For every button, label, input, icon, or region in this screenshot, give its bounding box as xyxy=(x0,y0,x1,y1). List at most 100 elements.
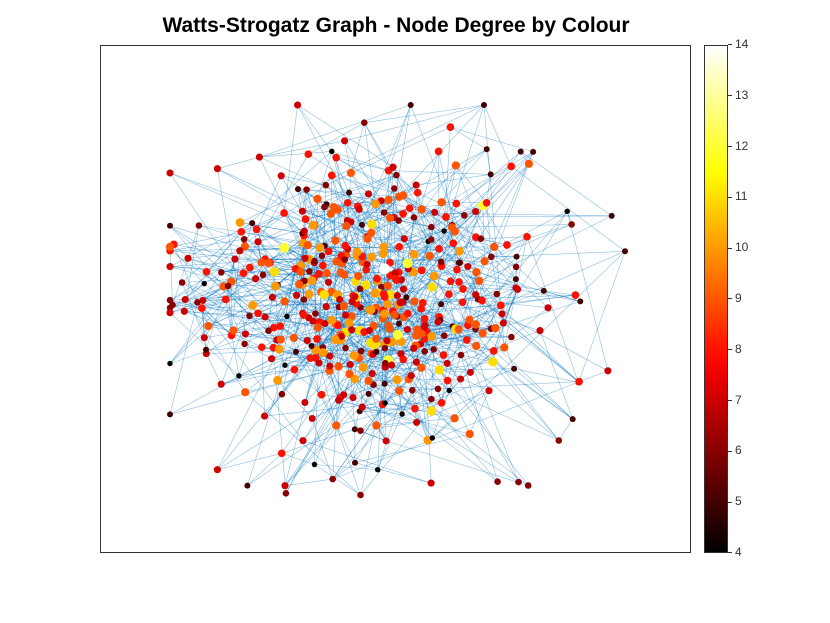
graph-edge xyxy=(362,390,413,408)
graph-node xyxy=(299,437,307,445)
graph-edge xyxy=(306,189,326,246)
graph-edge xyxy=(377,390,413,470)
graph-edge xyxy=(361,224,368,265)
graph-edge xyxy=(332,402,386,480)
graph-edge xyxy=(437,321,444,356)
graph-edge xyxy=(265,316,318,328)
graph-edge xyxy=(184,278,314,312)
graph-node xyxy=(326,209,336,218)
graph-edge xyxy=(284,351,318,366)
graph-edge xyxy=(338,351,425,401)
graph-edge xyxy=(481,300,579,383)
graph-edge xyxy=(384,367,422,384)
graph-edge xyxy=(221,369,295,385)
graph-node xyxy=(199,296,207,304)
graph-edge xyxy=(386,440,529,486)
graph-edge xyxy=(354,425,377,463)
graph-edge xyxy=(169,250,271,263)
graph-node xyxy=(273,375,282,385)
graph-edge xyxy=(169,281,232,364)
graph-node xyxy=(241,388,250,397)
graph-edge xyxy=(475,300,483,325)
graph-edge xyxy=(331,175,348,221)
graph-edge xyxy=(354,462,432,484)
graph-node xyxy=(445,290,453,299)
graph-node xyxy=(488,357,498,367)
graph-edge xyxy=(298,284,326,324)
graph-edge xyxy=(275,285,310,295)
graph-edge xyxy=(314,464,361,496)
graph-edge xyxy=(409,203,457,209)
graph-edge xyxy=(336,157,389,171)
graph-node xyxy=(254,238,262,246)
graph-node xyxy=(236,373,242,379)
graph-node xyxy=(380,309,389,319)
graph-edge xyxy=(432,390,490,439)
graph-edge xyxy=(208,325,246,335)
graph-edge xyxy=(238,369,295,377)
graph-edge xyxy=(264,358,311,417)
graph-node xyxy=(472,291,480,299)
graph-edge xyxy=(169,250,295,339)
graph-edge xyxy=(477,278,517,300)
graph-edge xyxy=(322,347,374,355)
graph-edge xyxy=(293,337,356,463)
graph-edge xyxy=(431,390,450,400)
graph-node xyxy=(327,315,337,325)
graph-node xyxy=(564,208,570,215)
graph-edge xyxy=(371,353,439,390)
graph-edge xyxy=(181,282,205,338)
graph-edge xyxy=(302,210,347,227)
graph-node xyxy=(452,199,461,208)
graph-edge xyxy=(344,140,382,201)
graph-edge xyxy=(308,122,365,155)
graph-node xyxy=(491,323,500,333)
graph-node xyxy=(372,334,381,343)
graph-edge xyxy=(503,322,580,382)
graph-node xyxy=(437,198,446,207)
graph-node xyxy=(434,385,442,393)
graph-edge xyxy=(304,261,442,403)
graph-node xyxy=(306,268,313,275)
graph-edge xyxy=(311,418,333,480)
graph-node xyxy=(407,372,415,380)
graph-node xyxy=(457,351,465,359)
graph-edge xyxy=(185,283,205,300)
graph-node xyxy=(478,296,486,305)
graph-node xyxy=(261,313,269,321)
graph-node xyxy=(403,325,411,334)
graph-edge xyxy=(227,285,232,336)
graph-edge xyxy=(384,212,495,248)
graph-edge xyxy=(350,359,389,365)
graph-edge xyxy=(566,211,609,371)
graph-edge xyxy=(346,225,415,255)
graph-node xyxy=(342,221,351,231)
graph-edge xyxy=(338,399,417,423)
graph-node xyxy=(455,259,462,266)
graph-node xyxy=(399,355,408,364)
graph-edge xyxy=(303,299,332,321)
graph-node xyxy=(289,333,299,343)
graph-node xyxy=(341,241,349,250)
graph-edge xyxy=(421,308,469,326)
plot-area xyxy=(100,45,691,553)
graph-edge xyxy=(388,104,411,171)
graph-edge xyxy=(336,398,432,426)
graph-edge xyxy=(421,367,450,391)
graph-edge xyxy=(412,205,484,391)
graph-node xyxy=(296,267,305,276)
graph-node xyxy=(281,482,289,490)
graph-node xyxy=(282,362,288,368)
graph-edge xyxy=(336,157,456,232)
graph-node xyxy=(361,280,371,290)
graph-node xyxy=(604,367,612,375)
graph-edge xyxy=(307,340,351,365)
graph-edge xyxy=(407,217,415,264)
graph-edge xyxy=(388,170,491,175)
graph-edge xyxy=(325,126,451,186)
graph-edge xyxy=(426,304,442,332)
graph-edge xyxy=(273,347,287,494)
graph-edge xyxy=(394,275,435,316)
graph-node xyxy=(410,297,419,306)
